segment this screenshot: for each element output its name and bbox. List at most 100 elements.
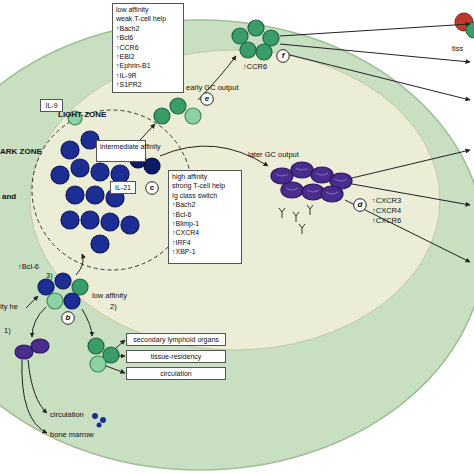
b-cell <box>66 186 84 204</box>
step-letter: c <box>145 181 159 195</box>
marker-list-box: low affinityweak T-cell help↑Bach2↑Bcl6↑… <box>112 3 184 93</box>
node-text: ↑IRF4 <box>172 238 238 247</box>
output-label: early GC output <box>186 83 239 92</box>
circle-shape <box>277 50 290 63</box>
affinity-box: intermediate affinity <box>96 140 146 162</box>
callout-number: 2) <box>110 302 117 311</box>
cropped-label: tiss <box>452 44 463 53</box>
node-text: secondary lymphoid organs <box>130 335 222 344</box>
arrow <box>76 254 83 275</box>
b-cell <box>61 141 79 159</box>
node-text: Ig class switch <box>172 191 238 200</box>
plasmablast-dot <box>92 413 98 419</box>
step-letter: f <box>276 49 290 63</box>
step-letter-text: d <box>353 198 367 212</box>
circle-shape <box>146 182 159 195</box>
node-text: ↑Blimp-1 <box>172 219 238 228</box>
b-cell <box>91 235 109 253</box>
node-text: strong T-cell help <box>172 181 238 190</box>
memory-cell <box>256 44 272 60</box>
step-letter-text: c <box>145 181 159 195</box>
node-text: ↑Bach2 <box>116 24 180 33</box>
arrow <box>352 184 470 205</box>
node-text: ↑Bcl6 <box>116 33 180 42</box>
node-text: circulation <box>130 369 222 378</box>
step-letter: b <box>61 311 75 325</box>
zone-label: ARK ZONE <box>0 147 42 156</box>
node-text: high affinity <box>172 172 238 181</box>
node-text: ↑Bach2 <box>172 200 238 209</box>
marker-label: ↑Bcl-6 <box>18 262 39 271</box>
b-cell <box>91 163 109 181</box>
marker-label: ↑CXCR4 <box>372 206 401 215</box>
node-text: ↑EBI2 <box>116 52 180 61</box>
antibody <box>299 224 305 234</box>
b-cell <box>121 216 139 234</box>
memory-cell <box>240 42 256 58</box>
callout-number: 3) <box>46 271 53 280</box>
memory-cell <box>248 20 264 36</box>
destination-box: circulation <box>126 367 226 380</box>
circle-shape <box>354 199 367 212</box>
node-text: IL-21 <box>114 183 132 192</box>
memory-cell <box>232 28 248 44</box>
b-cell <box>64 293 80 309</box>
step-letter: d <box>353 198 367 212</box>
b-cell <box>72 279 88 295</box>
b-cell <box>71 159 89 177</box>
node-text: ↑XBP-1 <box>172 247 238 256</box>
b-cell <box>101 213 119 231</box>
destination-label: bone marrow <box>50 430 94 439</box>
b-cell <box>55 273 71 289</box>
marker-label: ↑CCR6 <box>243 62 267 71</box>
arrow <box>280 24 470 36</box>
step-letter-text: e <box>200 92 214 106</box>
marker-list-box: high affinitystrong T-cell helpIg class … <box>168 170 242 264</box>
destination-label: circulation <box>50 410 84 419</box>
cytokine-box: IL-21 <box>110 181 136 194</box>
node-text: ↑CXCR4 <box>172 228 238 237</box>
plasma-stripes <box>276 168 347 194</box>
plasma-cell <box>31 339 49 353</box>
b-cell <box>170 98 186 114</box>
arrow <box>26 296 38 308</box>
arrow <box>119 356 125 357</box>
destination-box: tissue-residency <box>126 350 226 363</box>
arrow <box>22 360 47 433</box>
memory-cell <box>90 356 106 372</box>
b-cell <box>185 108 201 124</box>
step-letter-text: f <box>276 49 290 63</box>
arrow <box>278 52 470 100</box>
arrow <box>140 124 155 140</box>
b-cell <box>86 186 104 204</box>
cropped-label: ity he <box>0 302 18 311</box>
plasma-cell <box>15 345 33 359</box>
node-text: ↑CCR6 <box>116 43 180 52</box>
node-text: intermediate affinity <box>100 142 142 151</box>
plasmablast-dot <box>100 417 106 423</box>
circle-shape <box>201 93 214 106</box>
antibody <box>307 205 313 215</box>
node-text: weak T-cell help <box>116 14 180 23</box>
germinal-center <box>30 50 440 350</box>
arrow <box>352 150 470 178</box>
arrows <box>22 24 470 433</box>
arrow <box>32 307 46 337</box>
antibody <box>279 208 285 218</box>
node-text: low affinity <box>116 5 180 14</box>
antibody <box>293 212 299 222</box>
zone-label: and <box>2 192 16 201</box>
arrow <box>116 340 125 348</box>
marker-label: ↑CXCR3 <box>372 196 401 205</box>
node-text: IL-9 <box>44 101 59 110</box>
marker-label: ↑CXCR6 <box>372 216 401 225</box>
memory-cell <box>88 338 104 354</box>
b-cell <box>81 211 99 229</box>
b-cell <box>38 279 54 295</box>
plasma-cells <box>271 162 352 202</box>
lymph-node <box>0 20 474 470</box>
dark-zone-cells <box>51 131 160 253</box>
b-cell <box>154 108 170 124</box>
affinity-label: low affinity <box>92 291 127 300</box>
